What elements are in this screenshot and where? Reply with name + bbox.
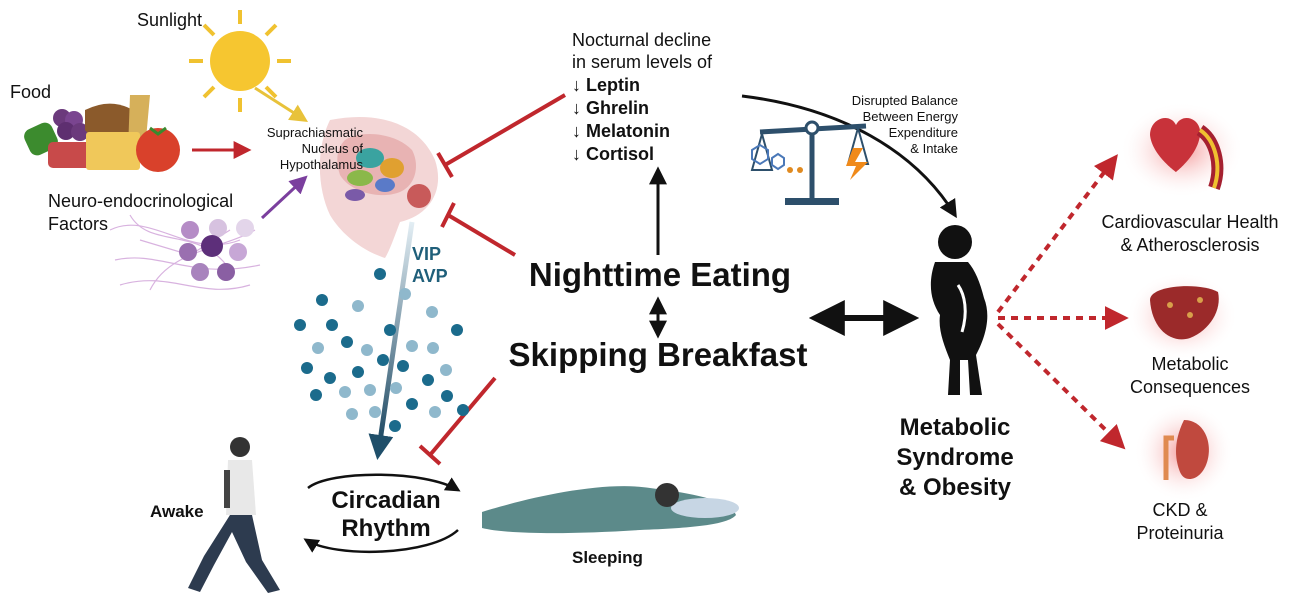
balance-line1: Disrupted Balance <box>810 94 958 109</box>
nighttime-eating-label: Nighttime Eating <box>500 256 820 294</box>
vip-label: VIP <box>412 244 441 265</box>
scn-label-line2: Nucleus of <box>245 142 363 157</box>
body-icon <box>931 225 987 395</box>
balance-line4: & Intake <box>810 142 958 157</box>
circadian-label-line1: Circadian <box>316 487 456 515</box>
neuro-label-line1: Neuro-endocrinological <box>48 191 233 212</box>
sunlight-label: Sunlight <box>137 10 202 31</box>
food-label: Food <box>10 82 51 103</box>
cardio-label-line1: Cardiovascular Health <box>1085 212 1295 233</box>
neuro-label-line2: Factors <box>48 214 108 235</box>
awake-label: Awake <box>150 502 204 522</box>
hormone-inhibition-line <box>438 95 565 177</box>
sleeping-label: Sleeping <box>572 548 643 568</box>
hormone-cortisol: ↓ Cortisol <box>572 144 654 165</box>
scn-label-line3: Hypothalamus <box>245 158 363 173</box>
food-icon <box>21 95 180 172</box>
neurons-icon <box>110 215 260 290</box>
balance-line3: Expenditure <box>810 126 958 141</box>
avp-label: AVP <box>412 266 448 287</box>
sun-icon <box>189 10 291 112</box>
hormone-ghrelin: ↓ Ghrelin <box>572 98 649 119</box>
metabolic-label-line1: Metabolic <box>1105 354 1275 375</box>
syndrome-line3: & Obesity <box>880 474 1030 502</box>
hormone-leptin: ↓ Leptin <box>572 75 640 96</box>
cardio-label-line2: & Atherosclerosis <box>1085 235 1295 256</box>
neuropeptide-dots <box>294 268 469 432</box>
circadian-label-line2: Rhythm <box>316 515 456 543</box>
skipping-breakfast-inhibition-line <box>420 378 495 464</box>
scn-label-line1: Suprachiasmatic <box>245 126 363 141</box>
syndrome-line1: Metabolic <box>880 414 1030 442</box>
hormones-intro-line2: in serum levels of <box>572 52 712 73</box>
metabolic-label-line2: Consequences <box>1105 377 1275 398</box>
skipping-breakfast-label: Skipping Breakfast <box>490 336 826 374</box>
ckd-label-line2: Proteinuria <box>1105 523 1255 544</box>
balance-line2: Between Energy <box>810 110 958 125</box>
syndrome-line2: Syndrome <box>880 444 1030 472</box>
hormones-intro-line1: Nocturnal decline <box>572 30 711 51</box>
ckd-label-line1: CKD & <box>1105 500 1255 521</box>
sleeping-person-icon <box>482 483 739 533</box>
neuro-arrow <box>262 178 305 218</box>
sunlight-arrow <box>255 88 305 120</box>
nighttime-eating-inhibition-line <box>442 203 515 255</box>
hormone-melatonin: ↓ Melatonin <box>572 121 670 142</box>
